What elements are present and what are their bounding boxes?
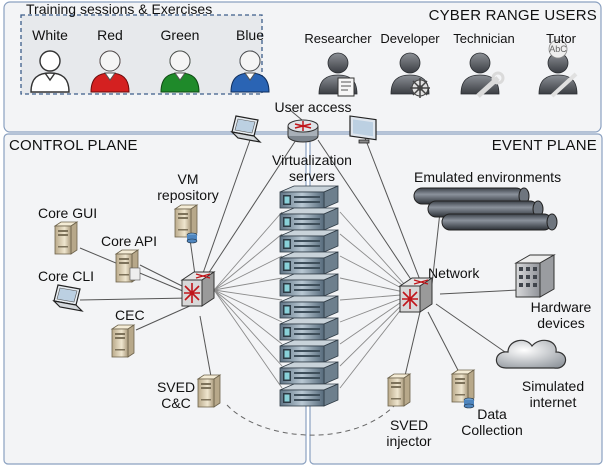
rack-server-unit (279, 361, 339, 385)
control-plane-heading: CONTROL PLANE (9, 137, 138, 154)
team-label-white: White (32, 27, 68, 43)
virtualization-label-line2: servers (289, 168, 335, 184)
user-access-label: User access (274, 99, 352, 115)
simulated-internet-label-line1: Simulated (521, 378, 585, 394)
hardware-label-line2: devices (537, 315, 585, 331)
event-router-icon (399, 277, 433, 313)
researcher-icon (318, 52, 358, 97)
sved-injector-label-line1: SVED (389, 417, 429, 433)
rack-server-unit (279, 317, 339, 341)
data-collection-label-line1: Data (477, 406, 507, 422)
role-label-technician: Technician (453, 31, 515, 46)
tutor-icon (538, 39, 578, 98)
developer-icon (390, 52, 430, 98)
rack-server-unit (279, 273, 339, 297)
core-gui-label: Core GUI (38, 205, 98, 221)
sved-injector-label-line2: injector (386, 433, 432, 449)
vm-repository-label-line2: repository (157, 187, 219, 203)
sved-cc-label-line1: SVED (156, 379, 196, 395)
cec-label: CEC (115, 307, 145, 323)
red-team-icon (90, 50, 130, 93)
vm-repository-label-line1: VM (177, 171, 199, 187)
core-api-label: Core API (101, 233, 158, 249)
white-team-icon (30, 50, 70, 93)
hardware-label-line1: Hardware (530, 299, 592, 315)
simulated-internet-label-line2: internet (529, 394, 577, 410)
control-router-icon (181, 271, 215, 307)
blue-team-icon (230, 50, 270, 93)
core-api-icon (115, 249, 141, 283)
sved-injector-icon (387, 373, 411, 407)
training-box-title: Training sessions & Exercises (26, 1, 213, 17)
tutor-badge: AbC (549, 44, 567, 54)
role-label-researcher: Researcher (304, 31, 372, 46)
hardware-devices-icon (514, 254, 556, 298)
user-access-router-icon (287, 119, 319, 143)
sved-cc-label-line2: C&C (161, 395, 191, 411)
virtualization-rack (279, 185, 339, 407)
core-gui-icon (54, 221, 78, 255)
rack-server-unit (279, 207, 339, 231)
sved-dashed-link (226, 404, 396, 436)
sved-cc-icon (197, 374, 221, 408)
cec-icon (111, 324, 135, 358)
green-team-icon (160, 50, 200, 93)
rack-server-unit (279, 295, 339, 319)
technician-icon (460, 52, 505, 98)
connection-lines (213, 211, 414, 389)
virtualization-label-line1: Virtualization (272, 152, 352, 168)
rack-server-unit (279, 251, 339, 275)
user-monitor-icon (349, 115, 377, 144)
simulated-internet-cloud-icon (495, 339, 567, 369)
emulated-environment-tubes (413, 187, 558, 231)
team-label-red: Red (97, 27, 123, 43)
network-label: Network (428, 265, 480, 281)
users-panel-heading: CYBER RANGE USERS (428, 7, 597, 24)
team-label-green: Green (160, 27, 200, 43)
rack-server-unit (279, 383, 339, 407)
data-collection-label-line2: Collection (461, 422, 523, 438)
core-cli-label: Core CLI (38, 268, 95, 284)
rack-server-unit (279, 339, 339, 363)
data-collection-icon (451, 369, 475, 409)
vm-repository-icon (174, 204, 198, 244)
rack-server-unit (279, 185, 339, 209)
rack-server-unit (279, 229, 339, 253)
role-label-tutor: Tutor (546, 31, 576, 46)
emulated-environments-label: Emulated environments (414, 169, 562, 185)
team-label-blue: Blue (235, 27, 265, 43)
event-plane-heading: EVENT PLANE (491, 137, 597, 154)
role-label-developer: Developer (380, 31, 440, 46)
